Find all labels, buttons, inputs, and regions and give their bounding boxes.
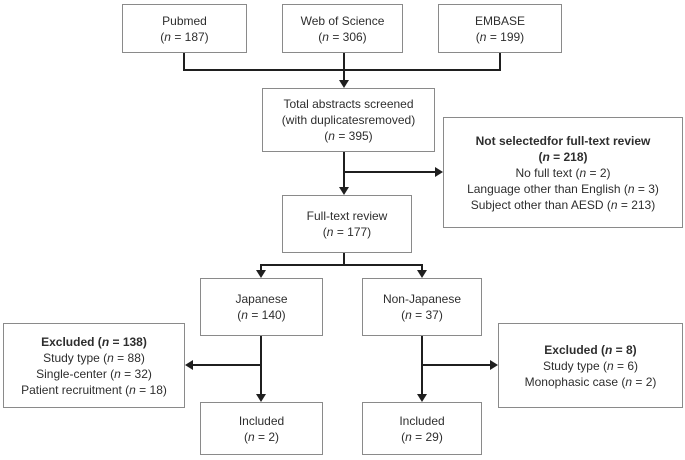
box-pubmed: Pubmed (n = 187) (122, 4, 247, 53)
box-pubmed-count: (n = 187) (160, 29, 209, 44)
arrowhead-to-not-selected (435, 167, 443, 177)
not-selected-reason-1: No full text (n = 2) (515, 165, 611, 180)
box-total-abstracts-screened: Total abstracts screened (with duplicate… (262, 88, 435, 152)
included-non-japanese-label: Included (399, 413, 445, 428)
excluded-japanese-reason-1: Study type (n = 88) (43, 350, 145, 365)
excluded-japanese-reason-2: Single-center (n = 32) (36, 366, 152, 381)
connector-embase-drop (499, 53, 501, 70)
connector-pubmed-drop (183, 53, 185, 70)
arrowhead-to-fulltext (339, 187, 349, 195)
connector-wos-drop (343, 53, 345, 70)
box-web-of-science-count: (n = 306) (318, 29, 367, 44)
not-selected-reason-3: Subject other than AESD (n = 213) (470, 197, 656, 212)
total-screened-line2: (with duplicatesremoved) (281, 113, 416, 127)
arrowhead-to-excluded-non-japanese (490, 360, 498, 370)
connector-japanese-to-included (260, 336, 262, 395)
box-excluded-japanese: Excluded (n = 138) Study type (n = 88) S… (3, 323, 185, 408)
not-selected-title: Not selectedfor full-text review (475, 133, 651, 148)
box-not-selected-full-text: Not selectedfor full-text review (n = 21… (443, 117, 683, 228)
japanese-count: (n = 140) (237, 308, 286, 322)
total-screened-line1: Total abstracts screened (283, 97, 414, 111)
box-included-japanese: Included (n = 2) (200, 402, 323, 455)
connector-to-non-japanese (421, 264, 423, 272)
arrowhead-to-non-japanese (417, 270, 427, 278)
box-web-of-science-label: Web of Science (300, 13, 385, 28)
non-japanese-count: (n = 37) (401, 308, 443, 322)
included-non-japanese-count: (n = 29) (401, 429, 443, 444)
connector-to-japanese (260, 264, 262, 272)
non-japanese-label: Non-Japanese (382, 292, 462, 306)
box-embase-count: (n = 199) (475, 29, 525, 44)
included-japanese-count: (n = 2) (243, 429, 280, 444)
box-full-text-review: Full-text review (n = 177) (282, 195, 412, 253)
box-included-non-japanese: Included (n = 29) (362, 402, 482, 455)
japanese-label: Japanese (235, 292, 288, 306)
excluded-non-japanese-title: Excluded (n = 8) (544, 342, 637, 357)
connector-total-to-fulltext (343, 152, 345, 188)
excluded-non-japanese-reason-1: Study type (n = 6) (542, 358, 639, 373)
arrowhead-to-included-japanese (256, 394, 266, 402)
box-japanese: Japanese (n = 140) (200, 278, 323, 336)
box-excluded-non-japanese: Excluded (n = 8) Study type (n = 6) Mono… (498, 323, 683, 408)
connector-sources-merge (183, 69, 501, 71)
arrowhead-to-excluded-japanese (185, 360, 193, 370)
total-screened-count: (n = 395) (324, 129, 373, 143)
full-text-review-count: (n = 177) (322, 225, 372, 239)
connector-fulltext-split-drop (343, 253, 345, 266)
full-text-review-label: Full-text review (306, 209, 388, 223)
arrowhead-to-japanese (256, 270, 266, 278)
box-embase: EMBASE (n = 199) (438, 4, 562, 53)
box-embase-label: EMBASE (474, 13, 525, 28)
excluded-japanese-title: Excluded (n = 138) (41, 334, 147, 349)
connector-to-total (343, 69, 345, 81)
not-selected-reason-2: Language other than English (n = 3) (467, 181, 659, 196)
arrowhead-to-included-non-japanese (417, 394, 427, 402)
connector-branch-not-selected (344, 171, 435, 173)
box-non-japanese: Non-Japanese (n = 37) (362, 278, 482, 336)
connector-branch-excluded-japanese (193, 364, 261, 366)
connector-branch-excluded-non-japanese (422, 364, 490, 366)
box-web-of-science: Web of Science (n = 306) (282, 4, 403, 53)
connector-fulltext-split (260, 264, 423, 266)
excluded-japanese-reason-3: Patient recruitment (n = 18) (21, 382, 167, 397)
not-selected-count: (n = 218) (538, 149, 588, 164)
box-pubmed-label: Pubmed (162, 13, 207, 28)
excluded-non-japanese-reason-2: Monophasic case (n = 2) (524, 374, 657, 389)
included-japanese-label: Included (238, 413, 285, 428)
arrowhead-to-total (339, 80, 349, 88)
